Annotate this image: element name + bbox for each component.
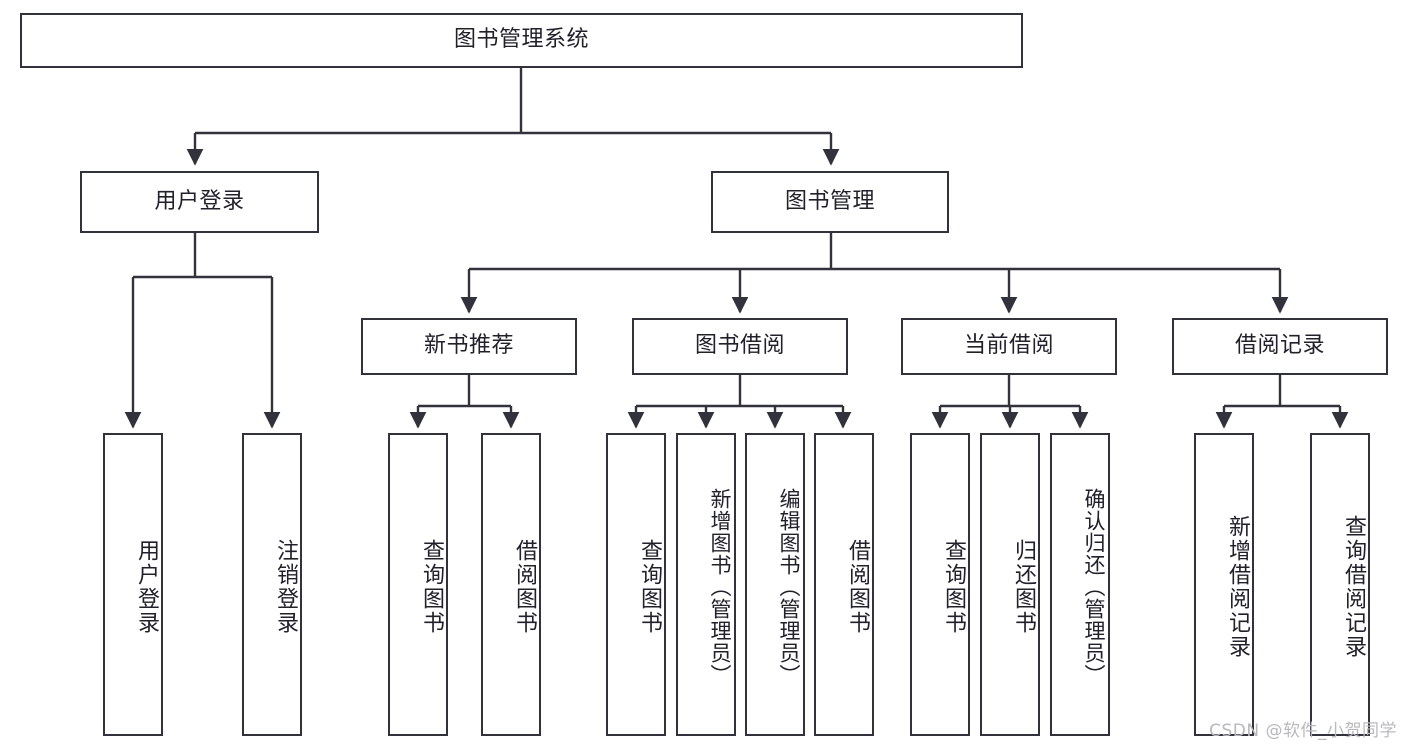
leaf-query-books-current-label: 查询图书 (941, 538, 966, 635)
leaf-borrow-books-borrow[interactable]: 借阅图书 (814, 433, 874, 736)
leaf-user-login-label: 用户登录 (134, 538, 159, 635)
node-book-borrowing[interactable]: 图书借阅 (632, 318, 848, 375)
leaf-return-books-label: 归还图书 (1011, 538, 1036, 635)
leaf-add-borrow-record-label: 新增借阅记录 (1225, 514, 1250, 659)
node-current-borrowing-label: 当前借阅 (963, 333, 1054, 359)
leaf-add-book-admin-label: 新增图书（管理员） (708, 487, 732, 686)
node-book-borrowing-label: 图书借阅 (694, 333, 785, 359)
leaf-confirm-return-admin-label: 确认归还（管理员） (1082, 487, 1106, 686)
leaf-query-borrow-record[interactable]: 查询借阅记录 (1310, 433, 1370, 736)
node-book-management-label: 图书管理 (784, 188, 875, 214)
node-new-book-recommendation[interactable]: 新书推荐 (361, 318, 577, 375)
leaf-borrow-books-recommend-label: 借阅图书 (512, 538, 537, 635)
leaf-user-login[interactable]: 用户登录 (103, 433, 163, 736)
leaf-query-books-current[interactable]: 查询图书 (910, 433, 970, 736)
node-current-borrowing[interactable]: 当前借阅 (901, 318, 1117, 375)
node-root-book-management-system[interactable]: 图书管理系统 (20, 13, 1023, 68)
leaf-query-borrow-record-label: 查询借阅记录 (1341, 514, 1366, 659)
leaf-add-book-admin[interactable]: 新增图书（管理员） (676, 433, 736, 736)
node-new-book-recommendation-label: 新书推荐 (423, 333, 514, 359)
leaf-return-books[interactable]: 归还图书 (980, 433, 1040, 736)
node-book-management[interactable]: 图书管理 (711, 171, 949, 233)
node-borrowing-records-label: 借阅记录 (1234, 333, 1325, 359)
leaf-query-books-recommend-label: 查询图书 (419, 538, 444, 635)
leaf-query-books-recommend[interactable]: 查询图书 (388, 433, 448, 736)
leaf-query-books-borrow-label: 查询图书 (637, 538, 662, 635)
leaf-query-books-borrow[interactable]: 查询图书 (606, 433, 666, 736)
leaf-logout-label: 注销登录 (273, 538, 298, 635)
node-user-login-label: 用户登录 (154, 188, 245, 214)
leaf-edit-book-admin-label: 编辑图书（管理员） (777, 487, 801, 686)
leaf-add-borrow-record[interactable]: 新增借阅记录 (1194, 433, 1254, 736)
node-user-login[interactable]: 用户登录 (80, 171, 319, 233)
leaf-borrow-books-borrow-label: 借阅图书 (845, 538, 870, 635)
leaf-borrow-books-recommend[interactable]: 借阅图书 (481, 433, 541, 736)
leaf-logout[interactable]: 注销登录 (242, 433, 302, 736)
node-root-label: 图书管理系统 (453, 27, 589, 53)
node-borrowing-records[interactable]: 借阅记录 (1172, 318, 1388, 375)
leaf-confirm-return-admin[interactable]: 确认归还（管理员） (1050, 433, 1110, 736)
leaf-edit-book-admin[interactable]: 编辑图书（管理员） (745, 433, 805, 736)
